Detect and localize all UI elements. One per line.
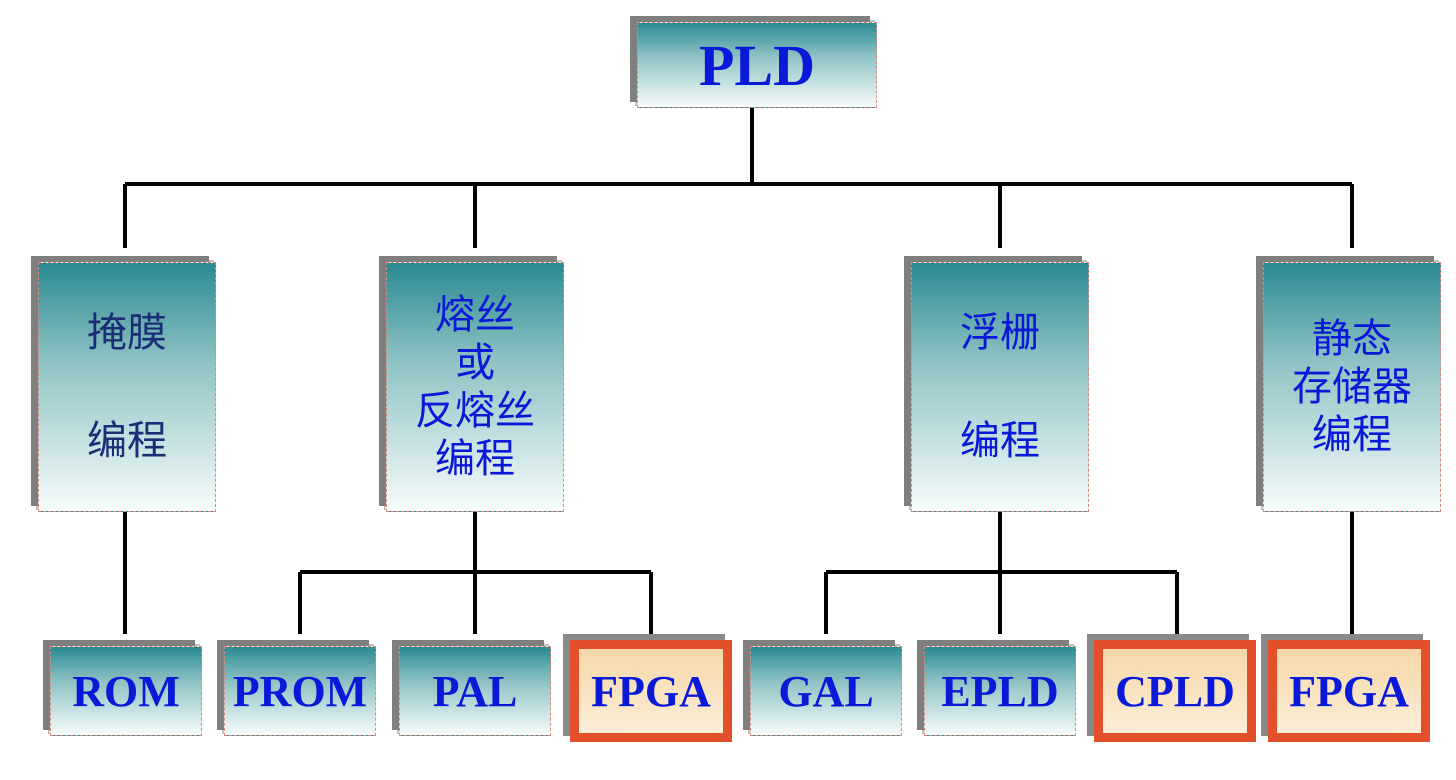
leaf-label: EPLD (941, 666, 1059, 716)
leaf-fpga-highlighted: FPGA (570, 640, 732, 742)
leaf-prom: PROM (224, 646, 376, 736)
leaf-label: PAL (432, 666, 518, 716)
leaf-rom: ROM (50, 646, 202, 736)
leaf-label: GAL (778, 666, 874, 716)
leaf-label: FPGA (591, 666, 711, 716)
category-label: 掩膜 编程 (87, 310, 167, 464)
category-label: 静态 存储器 编程 (1292, 316, 1412, 458)
leaf-label: PROM (232, 666, 368, 716)
leaf-label: ROM (72, 666, 180, 716)
category-fuse-antifuse-programming: 熔丝 或 反熔丝 编程 (386, 262, 564, 512)
category-mask-programming: 掩膜 编程 (38, 262, 216, 512)
leaf-fpga-sram-highlighted: FPGA (1268, 640, 1430, 742)
leaf-gal: GAL (750, 646, 902, 736)
root-node-label: PLD (699, 32, 815, 98)
category-label: 熔丝 或 反熔丝 编程 (415, 292, 535, 482)
leaf-cpld-highlighted: CPLD (1094, 640, 1256, 742)
category-sram-programming: 静态 存储器 编程 (1263, 262, 1441, 512)
leaf-label: FPGA (1289, 666, 1409, 716)
leaf-label: CPLD (1115, 666, 1235, 716)
leaf-pal: PAL (399, 646, 551, 736)
root-node-box: PLD (637, 22, 877, 108)
category-label: 浮栅 编程 (960, 310, 1040, 464)
category-floating-gate-programming: 浮栅 编程 (911, 262, 1089, 512)
leaf-epld: EPLD (924, 646, 1076, 736)
